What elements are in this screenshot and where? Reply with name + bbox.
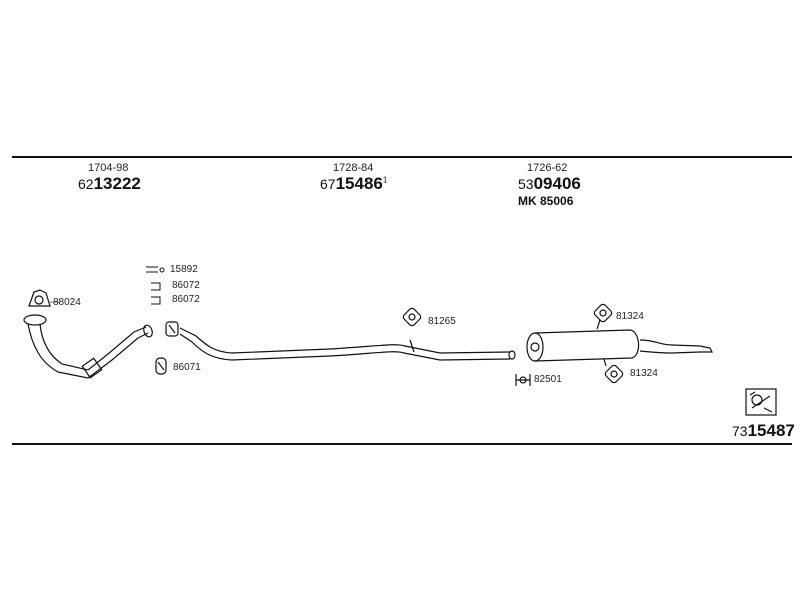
callout-15892: 15892 [170, 264, 198, 275]
ring-86071 [155, 357, 167, 375]
callout-81324-bottom: 81324 [630, 368, 658, 379]
callout-86071: 86071 [173, 362, 201, 373]
part-number-1: 6213222 [78, 174, 141, 194]
ring-81324-top-shape [593, 303, 613, 323]
kit-number-prefix: 73 [732, 423, 748, 439]
rubber-86072 [165, 321, 179, 337]
part-code-1: 1704-98 [88, 162, 129, 174]
part-number-main: 09406 [533, 174, 581, 193]
center-pipe [179, 327, 516, 361]
kit-number-main: 15487 [747, 421, 795, 440]
callout-88024: 88024 [53, 297, 81, 308]
kit-icon [745, 388, 777, 416]
callout-81265: 81265 [428, 316, 456, 327]
part-number-prefix: 53 [518, 176, 534, 192]
part-number-prefix: 62 [78, 176, 94, 192]
part-number-2: 67154861 [320, 174, 387, 194]
bracket-icons [146, 266, 165, 305]
callout-82501: 82501 [534, 374, 562, 385]
part-code-3: 1726-62 [527, 162, 568, 174]
callout-81324-top: 81324 [616, 311, 644, 322]
ring-81324-bottom-shape [604, 364, 624, 384]
part-number-prefix: 67 [320, 176, 336, 192]
front-pipe [23, 314, 153, 379]
callout-86072-a: 86072 [172, 280, 200, 291]
part-number-main: 13222 [93, 174, 141, 193]
part-number-main: 15486 [335, 174, 383, 193]
clamp-82501-shape [515, 374, 531, 386]
part-code-2: 1728-84 [333, 162, 374, 174]
kit-number: 7315487 [732, 421, 795, 441]
rear-muffler [526, 319, 713, 367]
callout-86072-b: 86072 [172, 294, 200, 305]
gasket-88024 [28, 289, 51, 307]
mk-number: MK 85006 [518, 194, 574, 208]
part-number-sup: 1 [382, 175, 388, 185]
ring-81265-shape [402, 307, 422, 327]
part-number-3: 5309406 [518, 174, 581, 194]
